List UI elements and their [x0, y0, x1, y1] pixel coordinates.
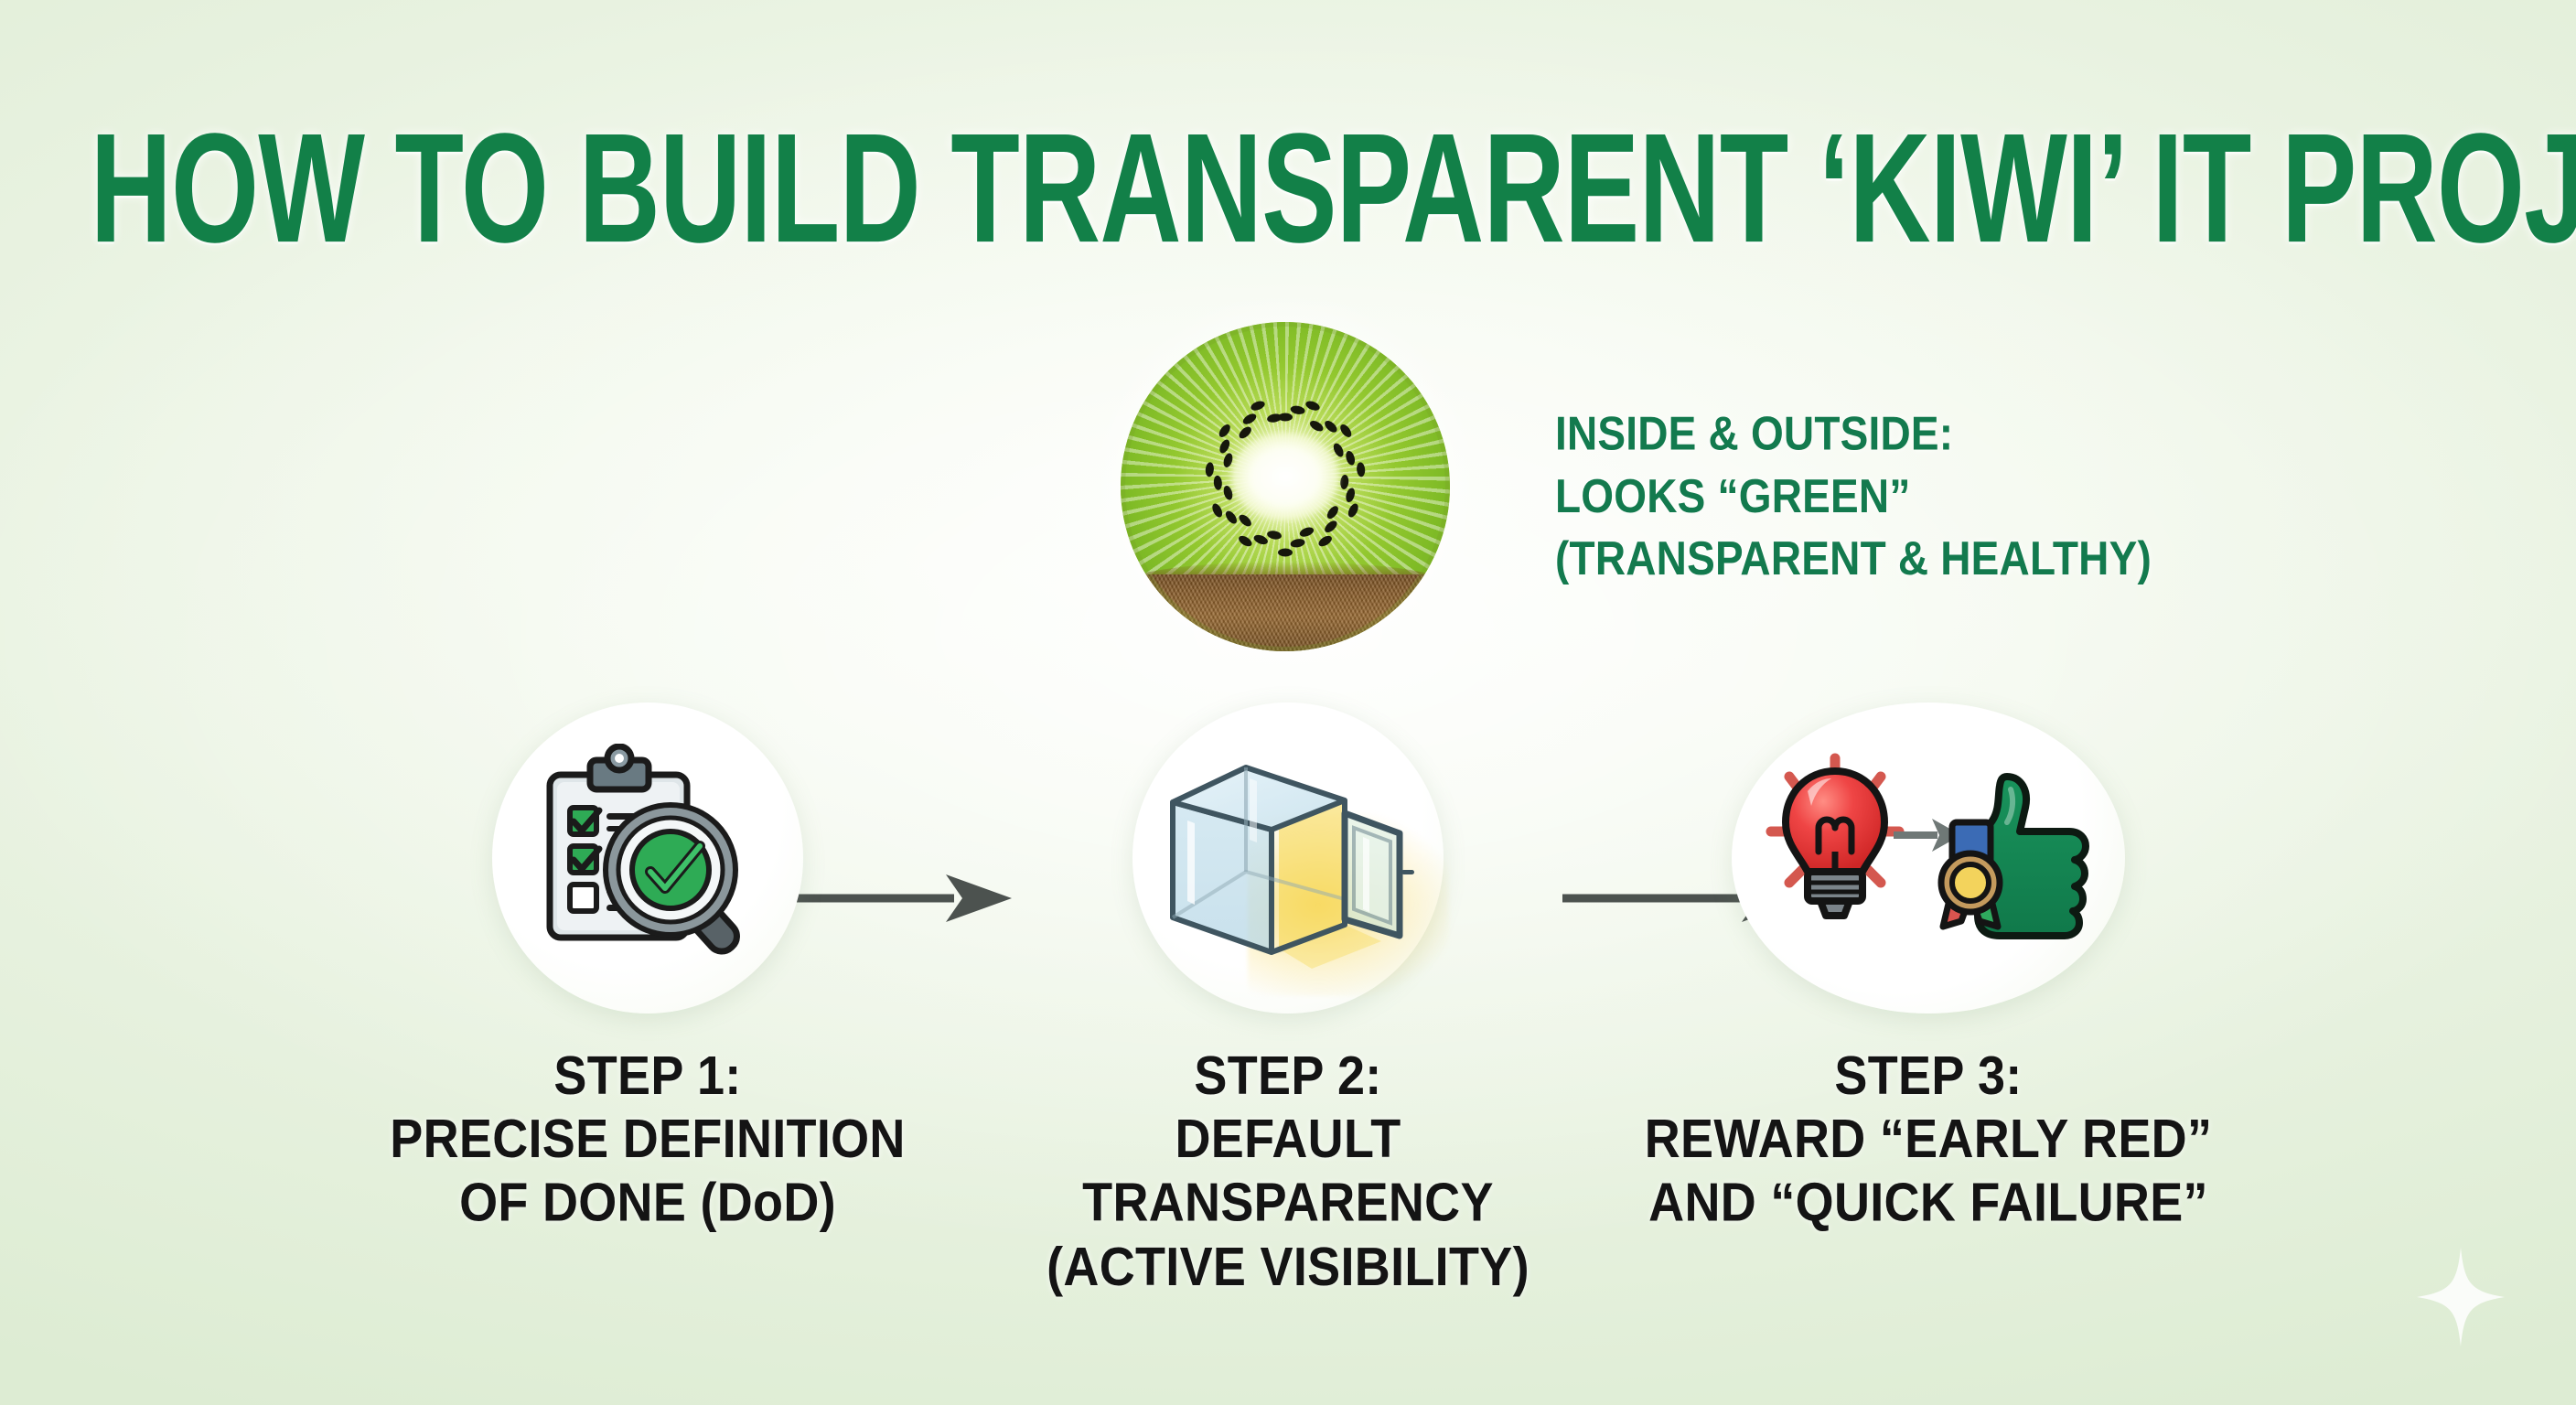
- step-2-icon-badge: [1132, 702, 1449, 1014]
- kiwi-caption-line-1: INSIDE & OUTSIDE:: [1555, 406, 1954, 460]
- step-1: STEP 1: PRECISE DEFINITION OF DONE (DoD): [327, 702, 968, 1233]
- kiwi-caption-line-2: LOOKS “GREEN”: [1555, 468, 1911, 523]
- step-2: STEP 2: DEFAULT TRANSPARENCY (ACTIVE VIS…: [968, 702, 1608, 1297]
- transparent-glass-cube-open-door-icon: [1151, 725, 1449, 996]
- kiwi-fruit-half-icon: [1121, 322, 1450, 651]
- step-1-label: STEP 1: PRECISE DEFINITION OF DONE (DoD): [390, 1046, 906, 1234]
- step-3-label: STEP 3: REWARD “EARLY RED” AND “QUICK FA…: [1644, 1046, 2213, 1234]
- arrow-step1-to-step2: [767, 871, 1012, 926]
- small-arrow-icon: [1894, 819, 1961, 852]
- step-3: STEP 3: REWARD “EARLY RED” AND “QUICK FA…: [1608, 702, 2249, 1233]
- red-lightbulb-to-award-thumbsup-icon: [1755, 744, 2102, 972]
- page-title: HOW TO BUILD TRANSPARENT ‘KIWI’ IT PROJE…: [90, 102, 2576, 276]
- kiwi-caption-line-3: (TRANSPARENT & HEALTHY): [1555, 531, 2152, 585]
- kiwi-rim: [1121, 322, 1450, 651]
- kiwi-illustration: [1093, 295, 1477, 679]
- steps-row: STEP 1: PRECISE DEFINITION OF DONE (DoD): [0, 702, 2576, 1297]
- clipboard-checklist-magnifier-icon: [533, 743, 762, 972]
- step-2-label: STEP 2: DEFAULT TRANSPARENCY (ACTIVE VIS…: [1046, 1046, 1530, 1297]
- sparkle-star-icon: [2417, 1248, 2505, 1346]
- kiwi-caption: INSIDE & OUTSIDE: LOOKS “GREEN” (TRANSPA…: [1555, 402, 2152, 591]
- step-3-icon-badge: [1732, 702, 2125, 1014]
- step-1-icon-badge: [492, 702, 803, 1014]
- kiwi-core: [1231, 433, 1339, 521]
